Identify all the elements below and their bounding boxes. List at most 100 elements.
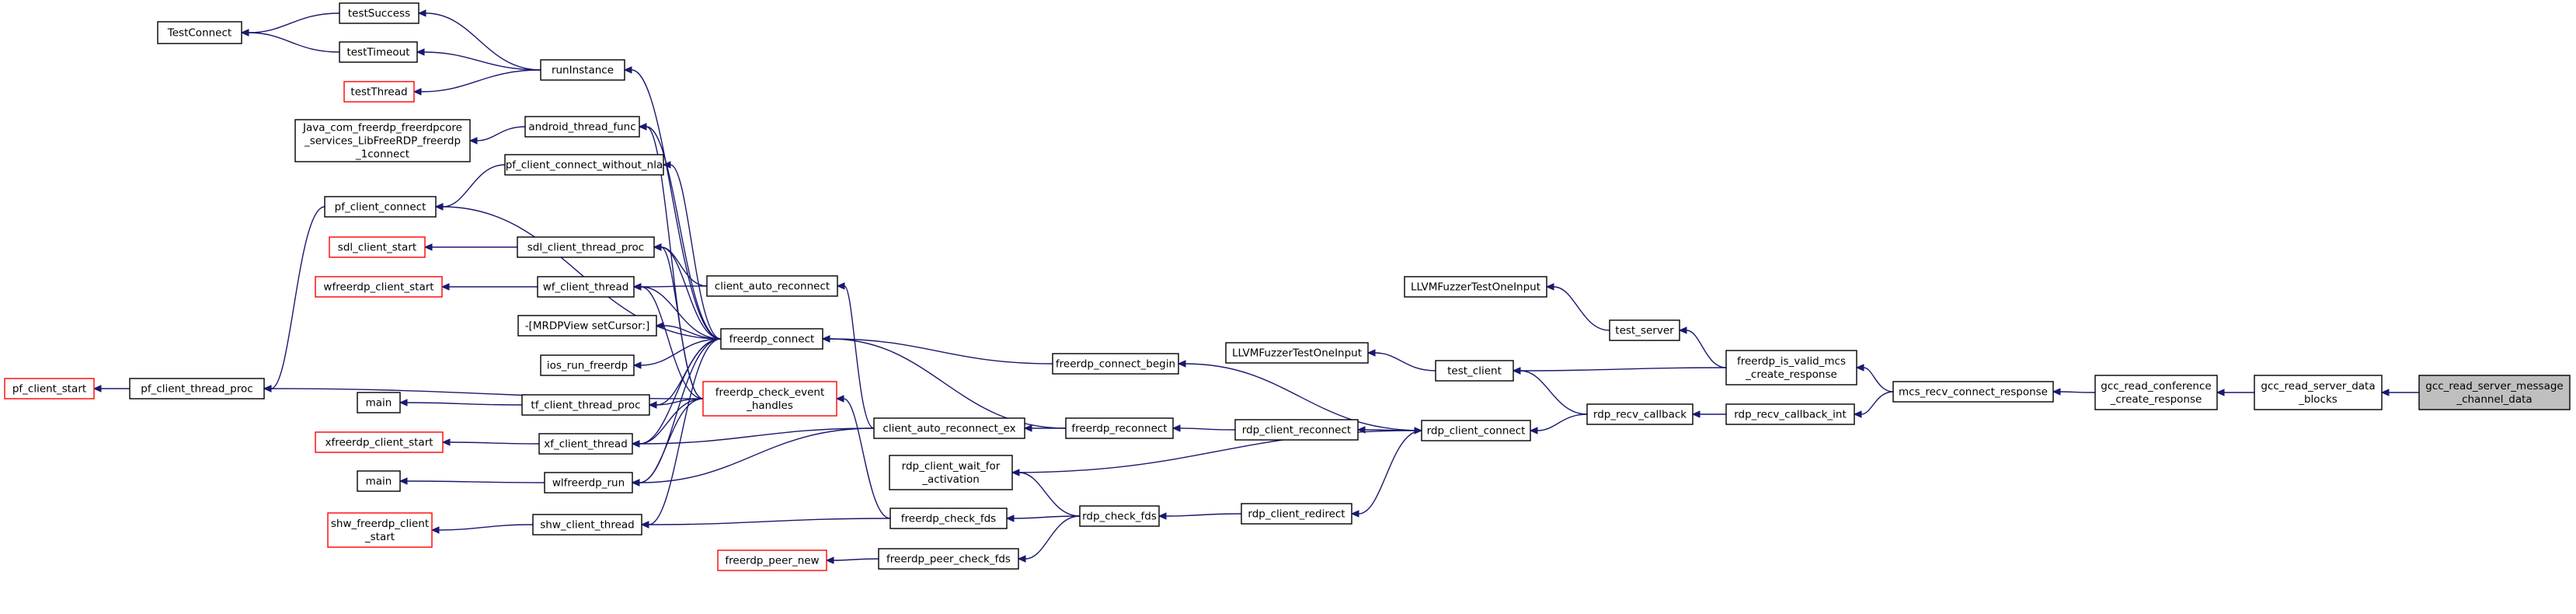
node-freerdp-peer-new[interactable]: freerdp_peer_new <box>717 549 827 571</box>
node-freerdp-check-fds[interactable]: freerdp_check_fds <box>889 508 1008 529</box>
node-box[interactable] <box>517 236 655 258</box>
node-mrdpview[interactable]: -[MRDPView setCursor:] <box>517 315 657 337</box>
node-box[interactable] <box>1421 420 1531 441</box>
node-box[interactable] <box>329 236 426 258</box>
node-box[interactable] <box>343 81 415 103</box>
node-rdp-check-fds[interactable]: rdp_check_fds <box>1079 505 1160 527</box>
node-box[interactable] <box>1065 417 1174 439</box>
node-testthread[interactable]: testThread <box>343 81 415 103</box>
node-box[interactable] <box>2094 375 2218 410</box>
node-box[interactable] <box>157 21 242 44</box>
node-box[interactable] <box>1609 319 1680 341</box>
node-gcc-read-server-data-blocks[interactable]: gcc_read_server_data_blocks <box>2254 375 2383 410</box>
node-gcc-read-conference-create-response[interactable]: gcc_read_conference_create_response <box>2094 375 2218 410</box>
node-box[interactable] <box>878 548 1019 570</box>
node-box[interactable] <box>717 549 827 571</box>
node-box[interactable] <box>532 514 642 536</box>
node-box[interactable] <box>294 119 471 162</box>
node-testtimeout[interactable]: testTimeout <box>339 41 418 63</box>
node-rdp-recv-callback[interactable]: rdp_recv_callback <box>1586 403 1694 425</box>
node-testsuccess[interactable]: testSuccess <box>339 2 419 24</box>
node-freerdp-check-event-handles[interactable]: freerdp_check_event_handles <box>702 381 837 417</box>
node-box[interactable] <box>2418 375 2571 410</box>
node-box[interactable] <box>2254 375 2383 410</box>
node-box[interactable] <box>504 154 664 176</box>
node-wf-client-thread[interactable]: wf_client_thread <box>537 276 635 298</box>
node-box[interactable] <box>1404 276 1547 298</box>
node-client-auto-reconnect[interactable]: client_auto_reconnect <box>706 275 838 297</box>
node-box[interactable] <box>1234 419 1359 441</box>
node-box[interactable] <box>339 41 418 63</box>
node-main1[interactable]: main <box>357 392 401 413</box>
node-box[interactable] <box>315 276 443 298</box>
node-box[interactable] <box>538 433 633 455</box>
node-testconnect[interactable]: TestConnect <box>157 21 242 44</box>
node-box[interactable] <box>720 328 823 350</box>
node-freerdp-connect[interactable]: freerdp_connect <box>720 328 823 350</box>
node-box[interactable] <box>1892 381 2054 403</box>
node-shw-freerdp-client-start[interactable]: shw_freerdp_client_start <box>327 512 433 548</box>
node-box[interactable] <box>521 394 650 416</box>
node-freerdp-peer-check-fds[interactable]: freerdp_peer_check_fds <box>878 548 1019 570</box>
node-java-com[interactable]: Java_com_freerdp_freerdpcore_services_Li… <box>294 119 471 162</box>
node-freerdp-reconnect[interactable]: freerdp_reconnect <box>1065 417 1174 439</box>
node-tf-client-thread-proc[interactable]: tf_client_thread_proc <box>521 394 650 416</box>
node-rdp-client-connect[interactable]: rdp_client_connect <box>1421 420 1531 441</box>
node-rdp-client-wait-for-activation[interactable]: rdp_client_wait_for_activation <box>889 455 1013 490</box>
node-llvmfuzzertestoneinput1[interactable]: LLVMFuzzerTestOneInput <box>1225 342 1369 364</box>
node-runinstance[interactable]: runInstance <box>540 59 625 81</box>
node-box[interactable] <box>1079 505 1160 527</box>
node-xfreerdp-client-start[interactable]: xfreerdp_client_start <box>315 431 444 453</box>
node-rdp-client-redirect[interactable]: rdp_client_redirect <box>1241 503 1352 525</box>
node-box[interactable] <box>889 508 1008 529</box>
node-rdp-recv-callback-int[interactable]: rdp_recv_callback_int <box>1725 403 1855 425</box>
node-mcs-recv-connect-response[interactable]: mcs_recv_connect_response <box>1892 381 2054 403</box>
node-box[interactable] <box>324 196 437 218</box>
node-rdp-client-reconnect[interactable]: rdp_client_reconnect <box>1234 419 1359 441</box>
node-main2[interactable]: main <box>357 470 401 492</box>
node-box[interactable] <box>889 455 1013 490</box>
node-sdl-client-thread-proc[interactable]: sdl_client_thread_proc <box>517 236 655 258</box>
node-gcc-read-server-message-channel-data[interactable]: gcc_read_server_message_channel_data <box>2418 375 2571 410</box>
node-wlfreerdp-run[interactable]: wlfreerdp_run <box>544 472 633 494</box>
node-box[interactable] <box>540 354 635 376</box>
node-box[interactable] <box>537 276 635 298</box>
node-box[interactable] <box>1586 403 1694 425</box>
node-xf-client-thread[interactable]: xf_client_thread <box>538 433 633 455</box>
node-box[interactable] <box>1725 350 1857 385</box>
node-box[interactable] <box>873 417 1025 439</box>
node-box[interactable] <box>1241 503 1352 525</box>
node-box[interactable] <box>357 470 401 492</box>
node-llvmfuzzertestoneinput2[interactable]: LLVMFuzzerTestOneInput <box>1404 276 1547 298</box>
node-pf-client-connect-without-nla[interactable]: pf_client_connect_without_nla <box>504 154 664 176</box>
node-box[interactable] <box>129 378 265 399</box>
node-box[interactable] <box>517 315 657 337</box>
node-shw-client-thread[interactable]: shw_client_thread <box>532 514 642 536</box>
node-box[interactable] <box>327 512 433 548</box>
node-box[interactable] <box>1225 342 1369 364</box>
node-client-auto-reconnect-ex[interactable]: client_auto_reconnect_ex <box>873 417 1025 439</box>
node-sdl-client-start[interactable]: sdl_client_start <box>329 236 426 258</box>
node-box[interactable] <box>1435 360 1514 382</box>
node-android-thread-func[interactable]: android_thread_func <box>524 116 640 138</box>
node-ios-run-freerdp[interactable]: ios_run_freerdp <box>540 354 635 376</box>
node-box[interactable] <box>339 2 419 24</box>
node-box[interactable] <box>1725 403 1855 425</box>
node-box[interactable] <box>315 431 444 453</box>
node-box[interactable] <box>540 59 625 81</box>
node-pf-client-connect[interactable]: pf_client_connect <box>324 196 437 218</box>
node-box[interactable] <box>1052 353 1179 375</box>
node-test-client[interactable]: test_client <box>1435 360 1514 382</box>
node-freerdp-connect-begin[interactable]: freerdp_connect_begin <box>1052 353 1179 375</box>
node-box[interactable] <box>706 275 838 297</box>
node-pf-client-thread-proc[interactable]: pf_client_thread_proc <box>129 378 265 399</box>
node-box[interactable] <box>4 378 95 399</box>
node-box[interactable] <box>544 472 633 494</box>
node-freerdp-is-valid-mcs-create-response[interactable]: freerdp_is_valid_mcs_create_response <box>1725 350 1857 385</box>
node-wfreerdp-client-start[interactable]: wfreerdp_client_start <box>315 276 443 298</box>
node-test-server[interactable]: test_server <box>1609 319 1680 341</box>
node-box[interactable] <box>357 392 401 413</box>
node-pf-client-start[interactable]: pf_client_start <box>4 378 95 399</box>
node-box[interactable] <box>702 381 837 417</box>
node-box[interactable] <box>524 116 640 138</box>
